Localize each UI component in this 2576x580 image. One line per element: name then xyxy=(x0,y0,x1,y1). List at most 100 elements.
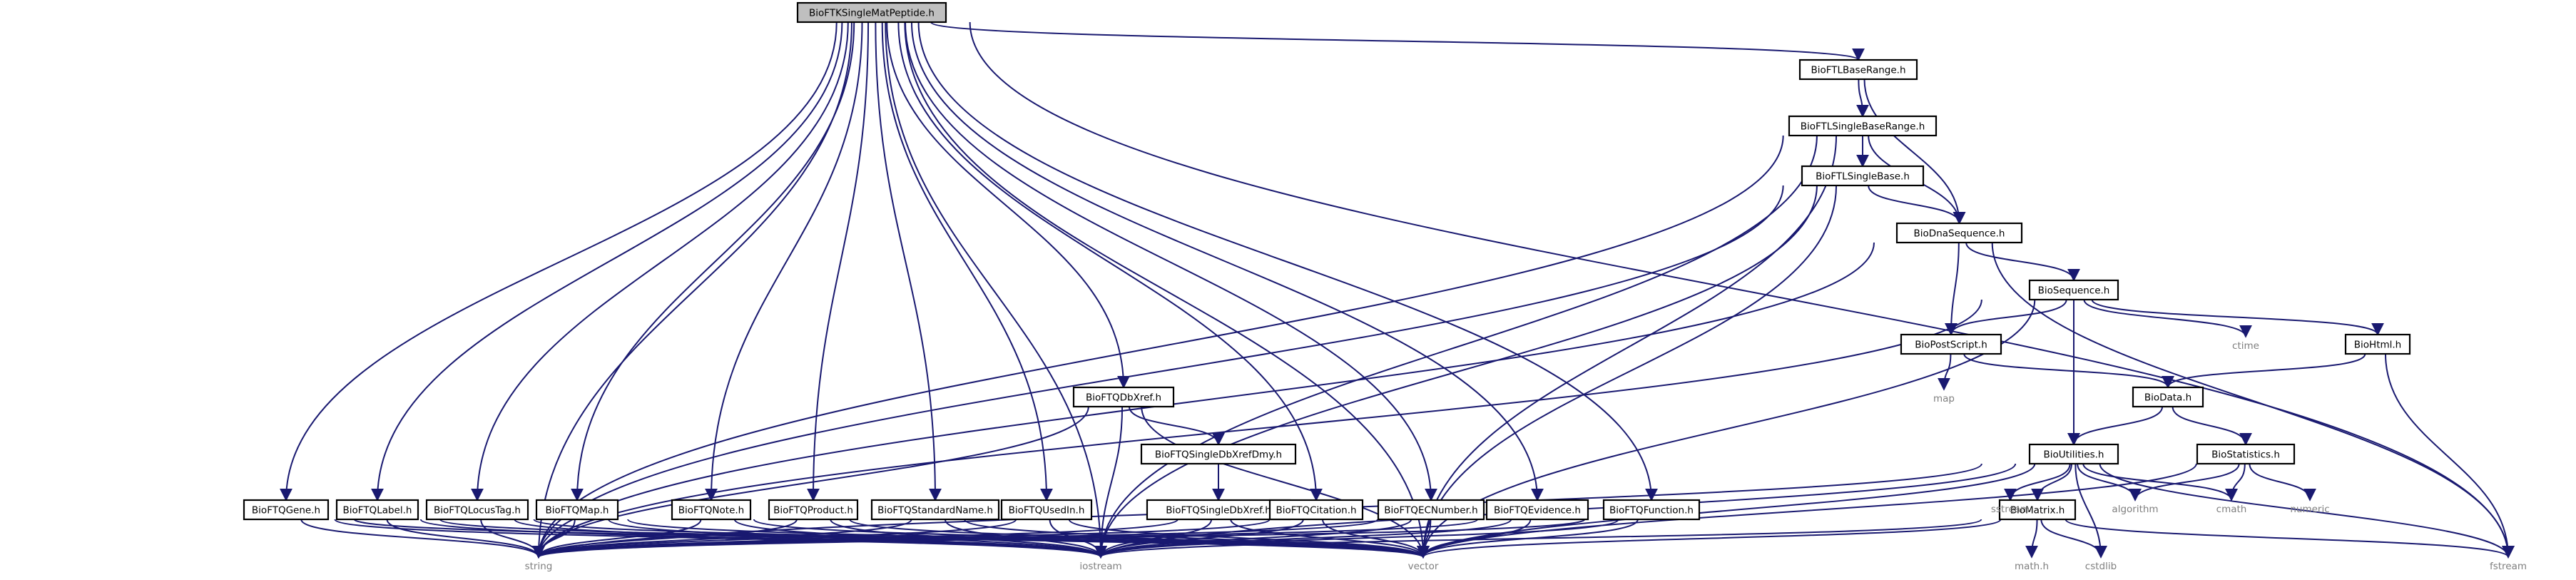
node-label: BioFTQGene.h xyxy=(252,505,320,517)
edge-bioftqcitation-h-to-iostream xyxy=(1094,519,1304,559)
node-biodnasequence-h[interactable]: BioDnaSequence.h xyxy=(1895,222,2023,244)
edge-biomatrix-h-to-math-h xyxy=(2025,519,2039,559)
node-label: BioFTQLocusTag.h xyxy=(434,505,521,517)
system-header-numeric: numeric xyxy=(2290,504,2329,515)
node-bioftqnote-h[interactable]: BioFTQNote.h xyxy=(671,499,752,521)
node-biosequence-h[interactable]: BioSequence.h xyxy=(2028,279,2119,301)
edge-bioftksinglematpeptide-h-to-bioftqnote-h xyxy=(705,21,863,502)
node-label: BioMatrix.h xyxy=(2010,505,2065,517)
edge-bioftqdbxref-h-to-bioftqsingledbxrefdmy-h xyxy=(1128,406,1225,446)
edge-bioftqecnumber-h-to-iostream xyxy=(1094,519,1412,559)
node-label: BioDnaSequence.h xyxy=(1914,228,2005,240)
node-label: BioFTKSingleMatPeptide.h xyxy=(809,8,935,19)
node-biomatrix-h[interactable]: BioMatrix.h xyxy=(1998,499,2077,521)
edge-bioftlbaserange-h-to-biodnasequence-h xyxy=(1863,78,1966,225)
node-bioftqecnumber-h[interactable]: BioFTQECNumber.h xyxy=(1377,499,1485,521)
node-bioftqusedin-h[interactable]: BioFTQUsedIn.h xyxy=(1000,499,1093,521)
edge-bioftlsinglebase-h-to-iostream xyxy=(1094,185,1818,559)
node-box xyxy=(335,499,419,521)
edge-biodnasequence-h-to-biosequence-h xyxy=(1965,242,2080,282)
node-label: BioFTQUsedIn.h xyxy=(1009,505,1085,517)
edge-biostatistics-h-to-numeric xyxy=(2249,463,2316,502)
edge-biosequence-h-to-ctime xyxy=(2083,299,2252,338)
node-box xyxy=(1900,333,2002,355)
node-label: BioHtml.h xyxy=(2354,340,2401,351)
node-bioftqgene-h[interactable]: BioFTQGene.h xyxy=(243,499,330,521)
node-label: BioFTQMap.h xyxy=(545,505,609,517)
node-box xyxy=(1268,499,1364,521)
edge-bioutilities-h-to-cmath xyxy=(2082,463,2238,502)
node-label: cstdlib xyxy=(2085,561,2117,572)
node-biostatistics-h[interactable]: BioStatistics.h xyxy=(2196,443,2296,465)
node-box xyxy=(1602,499,1701,521)
node-bioftlbaserange-h[interactable]: BioFTLBaseRange.h xyxy=(1798,58,1918,81)
edge-bioftqproduct-h-to-string xyxy=(532,519,798,559)
edge-bioftlsinglebase-h-to-vector xyxy=(1417,185,1838,559)
node-label: BioFTLSingleBaseRange.h xyxy=(1801,121,1925,133)
node-label: BioFTQNote.h xyxy=(678,505,744,517)
edge-biosequence-h-to-string xyxy=(532,299,1982,559)
node-box xyxy=(535,499,619,521)
node-label: BioFTQProduct.h xyxy=(773,505,853,517)
node-box xyxy=(425,499,529,521)
node-bioftqlocustag-h[interactable]: BioFTQLocusTag.h xyxy=(425,499,529,521)
edge-bioftlsinglebaserange-h-to-string xyxy=(532,135,1784,559)
node-box xyxy=(671,499,752,521)
edge-biodnasequence-h-to-string xyxy=(532,242,1875,559)
node-box xyxy=(1895,222,2023,244)
node-label: map xyxy=(1933,393,1955,405)
node-box xyxy=(796,1,947,24)
node-bioutilities-h[interactable]: BioUtilities.h xyxy=(2028,443,2119,465)
node-biodata-h[interactable]: BioData.h xyxy=(2132,386,2204,408)
node-box xyxy=(768,499,859,521)
edge-bioftqmap-h-to-iostream xyxy=(608,519,1107,559)
edge-biostatistics-h-to-algorithm xyxy=(2129,463,2240,502)
node-biohtml-h[interactable]: BioHtml.h xyxy=(2344,333,2411,355)
system-header-cmath: cmath xyxy=(2216,504,2247,515)
node-label: BioSequence.h xyxy=(2038,285,2110,297)
node-bioftqcitation-h[interactable]: BioFTQCitation.h xyxy=(1268,499,1364,521)
node-label: BioFTQECNumber.h xyxy=(1384,505,1477,517)
node-bioftqdbxref-h[interactable]: BioFTQDbXref.h xyxy=(1072,386,1175,408)
node-bioftqmap-h[interactable]: BioFTQMap.h xyxy=(535,499,619,521)
edge-bioftksinglematpeptide-h-to-bioftqlabel-h xyxy=(371,21,843,502)
node-bioftqproduct-h[interactable]: BioFTQProduct.h xyxy=(768,499,859,521)
edge-biosequence-h-to-biopostscript-h xyxy=(1945,299,2067,336)
system-header-ctime: ctime xyxy=(2232,340,2259,352)
node-box xyxy=(1801,165,1925,187)
node-biopostscript-h[interactable]: BioPostScript.h xyxy=(1900,333,2002,355)
node-box xyxy=(1000,499,1093,521)
system-header-vector: vector xyxy=(1408,561,1439,572)
edge-bioftqfunction-h-to-vector xyxy=(1417,519,1639,559)
node-label: BioPostScript.h xyxy=(1915,340,1987,351)
edge-bioftlsinglebaserange-h-to-iostream xyxy=(1094,135,1818,559)
edge-biosequence-h-to-biohtml-h xyxy=(2091,299,2384,336)
node-bioftqfunction-h[interactable]: BioFTQFunction.h xyxy=(1602,499,1701,521)
edge-bioftqusedin-h-to-string xyxy=(532,519,1017,559)
node-label: fstream xyxy=(2490,561,2527,572)
node-bioftqevidence-h[interactable]: BioFTQEvidence.h xyxy=(1485,499,1589,521)
node-bioftqlabel-h[interactable]: BioFTQLabel.h xyxy=(335,499,419,521)
edge-bioftqevidence-h-to-string xyxy=(532,519,1478,559)
system-header-fstream: fstream xyxy=(2490,561,2527,572)
edge-bioftksinglematpeptide-h-to-bioftqcitation-h xyxy=(897,21,1323,502)
node-bioftksinglematpeptide-h[interactable]: BioFTKSingleMatPeptide.h xyxy=(796,1,947,24)
edge-bioftksinglematpeptide-h-to-bioftqusedin-h xyxy=(881,21,1053,502)
node-label: BioStatistics.h xyxy=(2211,449,2280,461)
edge-bioftlsinglebase-h-to-biodnasequence-h xyxy=(1868,185,1966,225)
node-bioftqsingledbxref-h[interactable]: BioFTQSingleDbXref.h xyxy=(1146,499,1291,521)
edge-bioftksinglematpeptide-h-to-bioftqdbxref-h xyxy=(886,21,1130,389)
edge-bioftksinglematpeptide-h-to-bioftqfunction-h xyxy=(917,21,1658,502)
edge-biodnasequence-h-to-biopostscript-h xyxy=(1945,242,1960,336)
node-label: BioUtilities.h xyxy=(2044,449,2104,461)
edge-biomatrix-h-to-fstream xyxy=(2065,519,2515,559)
header-nodes: BioFTKSingleMatPeptide.hBioFTLBaseRange.… xyxy=(243,1,2527,572)
node-bioftqsingledbxrefdmy-h[interactable]: BioFTQSingleDbXrefDmy.h xyxy=(1140,443,1297,465)
node-bioftlsinglebase-h[interactable]: BioFTLSingleBase.h xyxy=(1801,165,1925,187)
node-label: vector xyxy=(1408,561,1439,572)
node-bioftqstandardname-h[interactable]: BioFTQStandardName.h xyxy=(870,499,1000,521)
node-label: BioFTQSingleDbXref.h xyxy=(1166,505,1271,517)
system-header-iostream: iostream xyxy=(1079,561,1121,572)
edge-bioutilities-h-to-cstdlib xyxy=(2074,463,2107,559)
node-bioftlsinglebaserange-h[interactable]: BioFTLSingleBaseRange.h xyxy=(1788,115,1938,137)
